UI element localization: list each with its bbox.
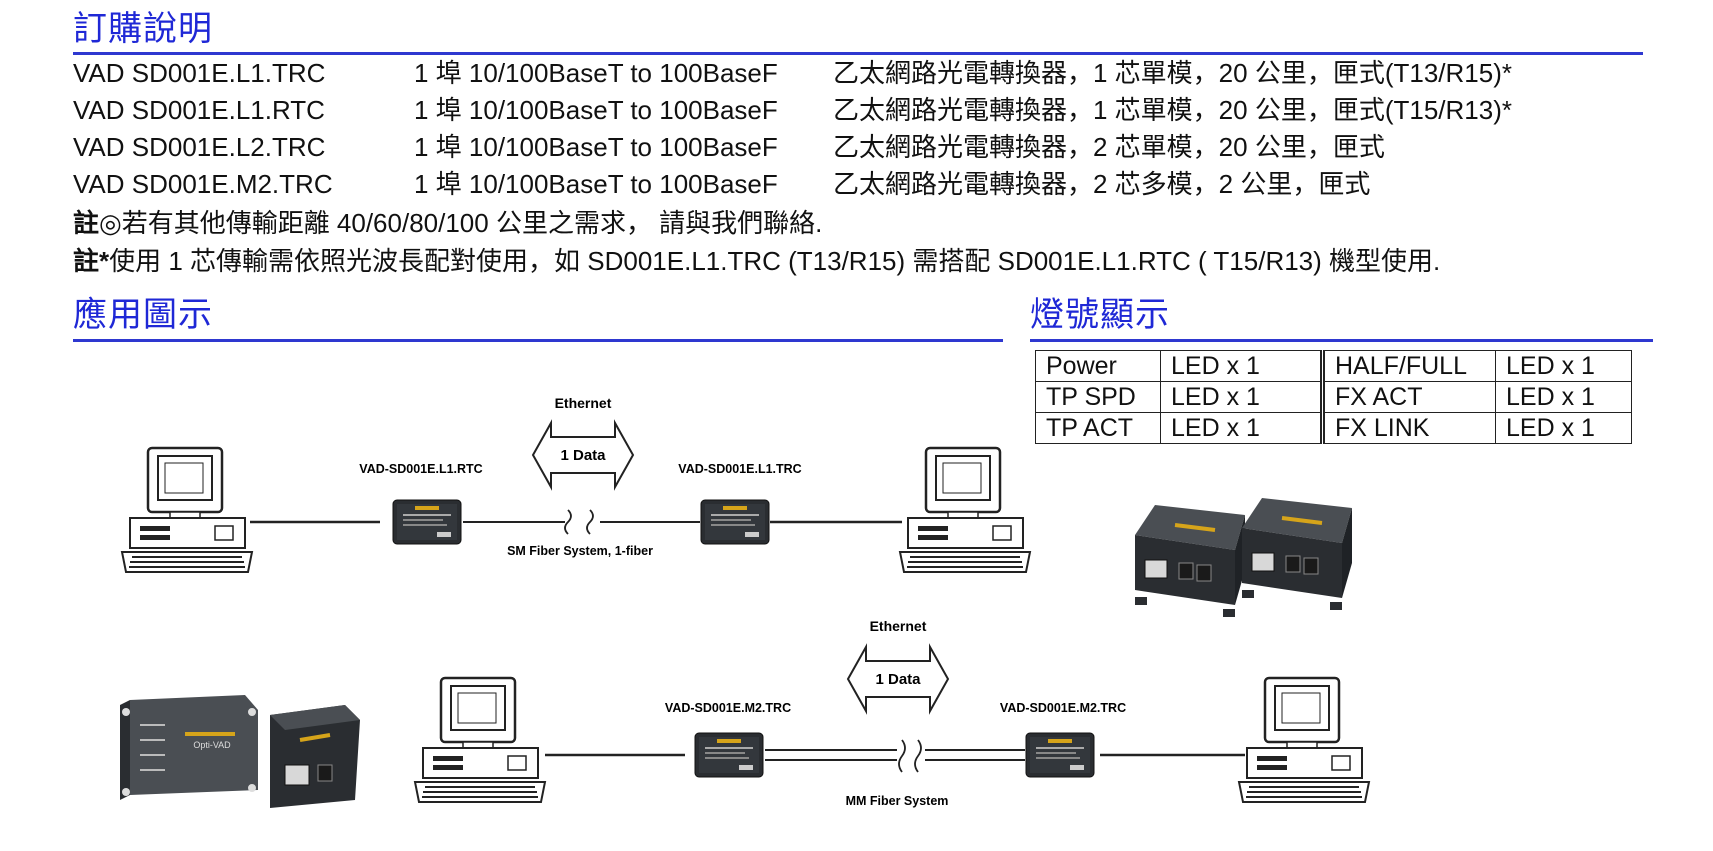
led-title: 燈號顯示: [1030, 295, 1170, 335]
led-label: TP SPD: [1035, 381, 1161, 413]
led-count: LED x 1: [1160, 350, 1323, 382]
data-label: 1 Data: [875, 671, 921, 688]
ordering-title: 訂購說明: [73, 9, 213, 49]
port-spec: 1 埠 10/100BaseT to 100BaseF: [414, 169, 778, 199]
media-converter-icon: [1025, 732, 1095, 778]
order-row: VAD SD001E.L1.RTC 1 埠 10/100BaseT to 100…: [73, 92, 1673, 129]
note-mark: 註◎: [73, 208, 122, 238]
note-text: 使用 1 芯傳輸需依照光波長配對使用，如 SD001E.L1.TRC (T13/…: [109, 246, 1441, 276]
product-image: [1240, 496, 1354, 612]
model-code: VAD SD001E.L1.RTC: [73, 95, 325, 125]
media-converter-icon: [700, 499, 770, 545]
media-converter-icon: [392, 499, 462, 545]
media-converter-icon: [694, 732, 764, 778]
model-code: VAD SD001E.M2.TRC: [73, 169, 333, 199]
application-rule: [73, 339, 1003, 342]
fiber-break-icon: [564, 509, 594, 535]
led-label: FX LINK: [1320, 412, 1496, 444]
port-spec: 1 埠 10/100BaseT to 100BaseF: [414, 132, 778, 162]
product-image: [270, 705, 360, 808]
model-code: VAD SD001E.L2.TRC: [73, 132, 326, 162]
led-rule: [1030, 339, 1653, 342]
led-count: LED x 1: [1160, 412, 1323, 444]
note-distance: 註◎若有其他傳輸距離 40/60/80/100 公里之需求， 請與我們聯絡.: [73, 205, 822, 242]
product-image: [1133, 503, 1247, 619]
led-label: TP ACT: [1035, 412, 1161, 444]
port-spec: 1 埠 10/100BaseT to 100BaseF: [414, 95, 778, 125]
led-count: LED x 1: [1495, 350, 1632, 382]
product-desc: 乙太網路光電轉換器，1 芯單模，20 公里，匣式(T13/R15)*: [833, 58, 1512, 88]
device-label: VAD-SD001E.L1.TRC: [678, 462, 801, 476]
diagram-mm-fiber: 1 Data Ethernet VAD-SD001E.M2.TRC VAD-SD…: [413, 618, 1371, 808]
led-table: Power LED x 1 HALF/FULL LED x 1 TP SPD L…: [1035, 350, 1632, 444]
note-text: 若有其他傳輸距離 40/60/80/100 公里之需求， 請與我們聯絡.: [121, 208, 823, 238]
product-photo-top: [1133, 496, 1354, 619]
led-label: HALF/FULL: [1320, 350, 1496, 382]
product-desc: 乙太網路光電轉換器，1 芯單模，20 公里，匣式(T15/R13)*: [833, 95, 1512, 125]
note-pairing: 註*使用 1 芯傳輸需依照光波長配對使用，如 SD001E.L1.TRC (T1…: [73, 243, 1440, 280]
led-table-wrap: Power LED x 1 HALF/FULL LED x 1 TP SPD L…: [1035, 350, 1632, 444]
ordering-rule: [73, 52, 1643, 55]
order-row: VAD SD001E.L1.TRC 1 埠 10/100BaseT to 100…: [73, 55, 1673, 92]
computer-icon: [413, 676, 547, 804]
table-row: TP ACT LED x 1 FX LINK LED x 1: [1035, 412, 1632, 444]
led-label: Power: [1035, 350, 1161, 382]
ethernet-label: Ethernet: [870, 618, 927, 634]
diagram-sm-fiber: 1 Data Ethernet VAD-SD001E.L1.RTC VAD-SD…: [120, 395, 1032, 574]
port-spec: 1 埠 10/100BaseT to 100BaseF: [414, 58, 778, 88]
brand-label: Opti-VAD: [193, 740, 231, 750]
fiber-break-icon: [898, 739, 922, 773]
model-code: VAD SD001E.L1.TRC: [73, 58, 326, 88]
order-row: VAD SD001E.L2.TRC 1 埠 10/100BaseT to 100…: [73, 129, 1673, 166]
fiber-label: SM Fiber System, 1-fiber: [507, 544, 653, 558]
led-count: LED x 1: [1495, 412, 1632, 444]
table-row: TP SPD LED x 1 FX ACT LED x 1: [1035, 381, 1632, 413]
table-row: Power LED x 1 HALF/FULL LED x 1: [1035, 350, 1632, 382]
note-mark: 註*: [73, 246, 110, 276]
product-image: Opti-VAD: [120, 695, 258, 800]
computer-icon: [898, 446, 1032, 574]
computer-icon: [120, 446, 254, 574]
order-row: VAD SD001E.M2.TRC 1 埠 10/100BaseT to 100…: [73, 166, 1673, 203]
led-count: LED x 1: [1495, 381, 1632, 413]
product-photo-bottom: Opti-VAD: [120, 695, 360, 808]
device-label: VAD-SD001E.M2.TRC: [1000, 701, 1126, 715]
data-label: 1 Data: [560, 447, 606, 464]
ethernet-label: Ethernet: [555, 395, 612, 411]
application-title: 應用圖示: [73, 295, 213, 335]
fiber-label: MM Fiber System: [846, 794, 949, 808]
device-label: VAD-SD001E.M2.TRC: [665, 701, 791, 715]
device-label: VAD-SD001E.L1.RTC: [359, 462, 482, 476]
product-desc: 乙太網路光電轉換器，2 芯單模，20 公里，匣式: [833, 132, 1385, 162]
product-desc: 乙太網路光電轉換器，2 芯多模，2 公里，匣式: [833, 169, 1371, 199]
computer-icon: [1237, 676, 1371, 804]
